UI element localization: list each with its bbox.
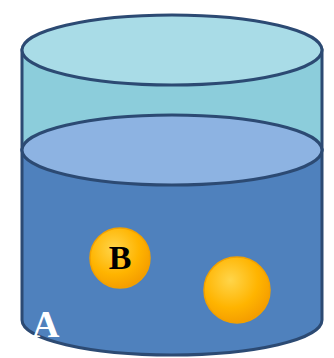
beaker-rim — [22, 15, 322, 85]
liquid-region: AB — [22, 115, 322, 355]
ball-node: B — [90, 228, 150, 288]
ball — [204, 257, 270, 323]
liquid-region-shape — [22, 115, 322, 355]
liquid-label: A — [32, 305, 59, 343]
ball-outline — [90, 228, 150, 288]
ball-label: B — [109, 241, 132, 275]
liquid-surface — [22, 115, 322, 185]
